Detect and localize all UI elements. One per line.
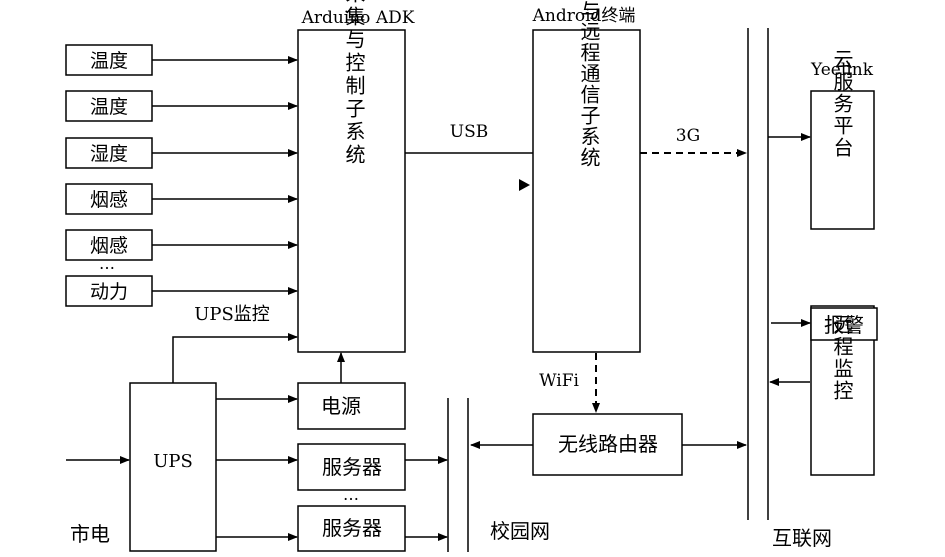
mains-input: 市电 [66,456,130,546]
sensor-label: 温度 [90,50,128,72]
server-box-1: 服务器 [216,443,448,491]
cloud-box-label: 云服务平台 [830,49,854,159]
android-subsystem-box: 数据处理与远程通信子系统 [532,0,641,353]
sensor-box-temp-2: 温度 [65,90,153,122]
server-ellipsis: … [343,485,359,504]
sensor-box-smoke-1: 烟感 [65,183,153,215]
server-label: 服务器 [322,455,382,479]
campus-network: 校园网 [447,398,550,552]
android-title: Android终端 [532,6,636,26]
ups-monitor-label: UPS监控 [194,304,270,325]
sensor-label: 温度 [90,96,128,118]
sensor-box-power: 动力 [65,275,153,307]
sensor-box-temp-1: 温度 [65,44,153,76]
router-label: 无线路由器 [558,432,658,456]
threeg-link: 3G [640,126,747,157]
alarm-box [810,307,878,341]
wifi-link: WiFi [539,353,600,413]
power-supply-box: 电源 [216,352,406,430]
sensor-arrows [152,56,298,295]
server-box-2: 服务器 [216,505,448,552]
sensor-box-humidity: 湿度 [65,137,153,169]
yeelink-title: Yeelink [810,60,874,80]
threeg-label: 3G [676,126,700,146]
android-box-label: 数据处理与远程通信子系统 [577,0,601,168]
sensor-label: 烟感 [90,189,128,211]
ups-monitor-link: UPS监控 [172,304,298,383]
cloud-platform-box: 云服务平台 [768,49,875,230]
remote-box-label: 远程监控 [830,314,854,402]
sensor-label: 湿度 [90,143,128,165]
usb-link: USB [405,122,533,191]
wifi-label: WiFi [539,371,579,391]
remote-monitor-box: 报警 远程监控 [769,305,878,476]
internet-backbone: 互联网 [747,28,832,550]
sensor-ellipsis: … [99,254,115,273]
ups-label: UPS [153,451,193,472]
sensor-box-smoke-2: 烟感 [65,229,153,261]
server-label: 服务器 [322,516,382,540]
sensor-label: 动力 [90,281,128,303]
power-label: 电源 [321,394,361,418]
wireless-router-box: 无线路由器 [470,413,747,476]
arduino-subsystem-box: 数据采集与控制子系统 [297,0,406,353]
alarm-label: 报警 [824,313,864,337]
arduino-title: Arduino ADK [301,8,415,28]
ups-box: UPS [129,382,217,552]
mains-label: 市电 [70,522,110,546]
usb-arrow-icon [519,179,530,191]
internet-label: 互联网 [772,526,832,550]
arduino-box-label: 数据采集与控制子系统 [342,0,366,167]
campus-net-label: 校园网 [490,519,550,543]
usb-label: USB [450,122,488,142]
sensor-label: 烟感 [90,235,128,257]
